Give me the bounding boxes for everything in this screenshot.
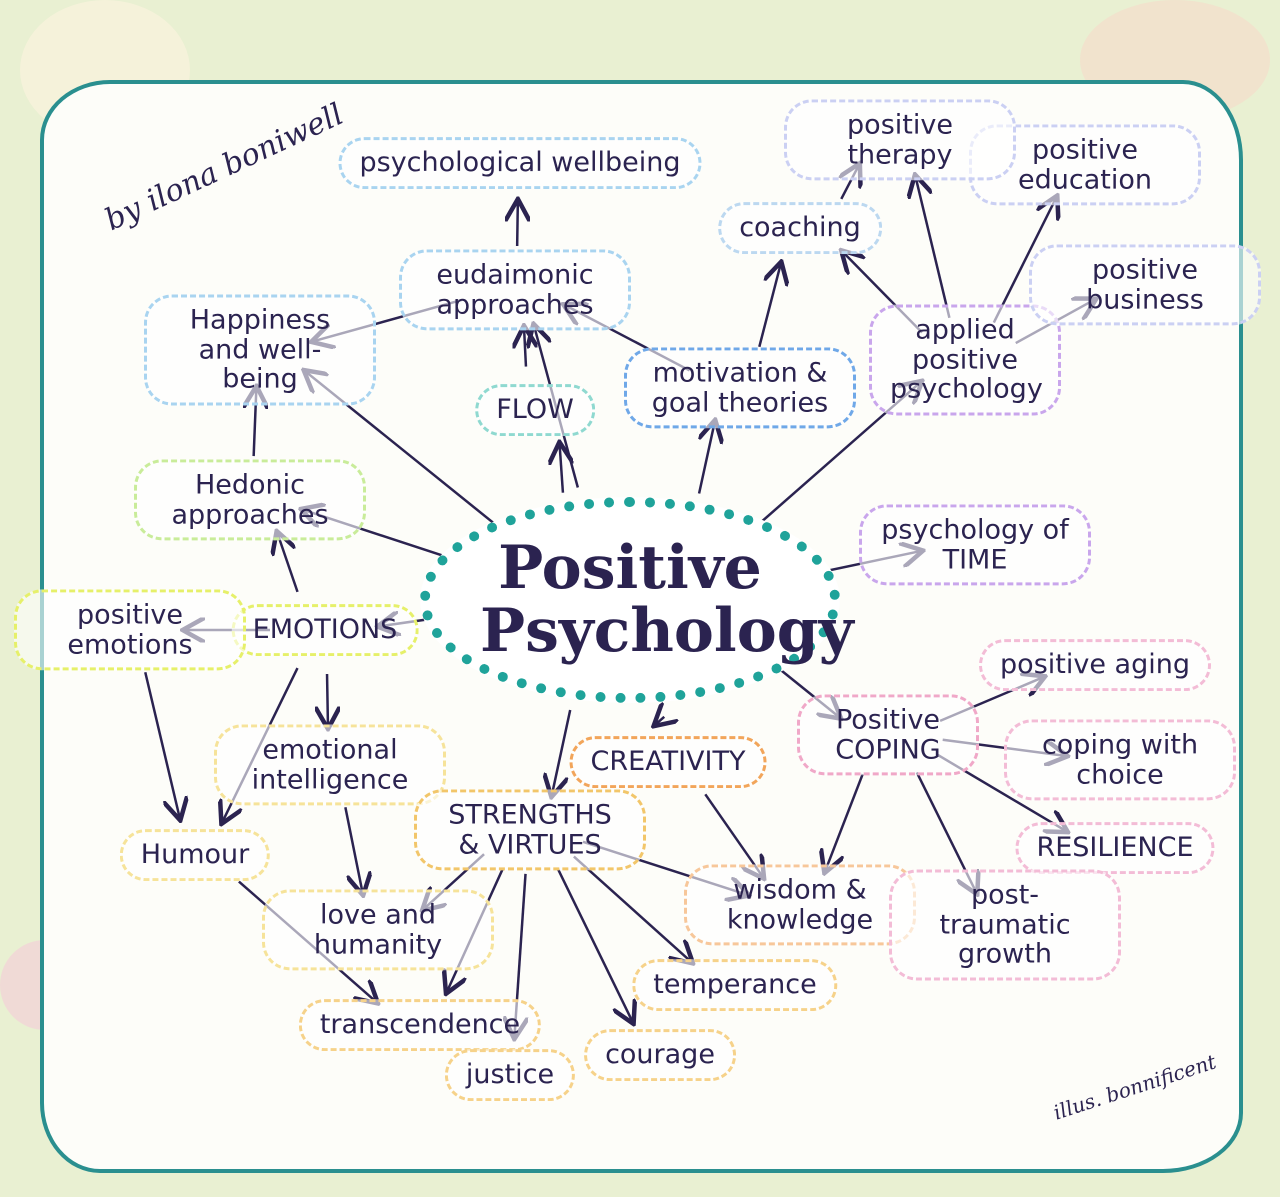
node-coach: coaching xyxy=(718,202,882,254)
node-temp: temperance xyxy=(632,959,838,1011)
node-love: love and humanity xyxy=(262,889,494,971)
arrow-flow-to-eud xyxy=(524,328,526,367)
arrow-center-to-sv xyxy=(552,709,572,795)
arrow-pemo-to-hum xyxy=(144,671,179,818)
arrow-emo-to-ei xyxy=(327,673,328,727)
node-bus: positive business xyxy=(1029,244,1261,326)
arrow-sv-to-cour xyxy=(556,867,633,1022)
node-pc: Positive COPING xyxy=(797,694,979,776)
node-flow: FLOW xyxy=(475,384,595,436)
arrow-center-to-cre xyxy=(655,717,664,725)
node-just: justice xyxy=(444,1049,576,1101)
arrow-app-to-edu xyxy=(992,198,1056,324)
node-ptg: post-traumatic growth xyxy=(889,869,1121,981)
arrow-mot-to-coach xyxy=(758,264,780,348)
node-cre: CREATIVITY xyxy=(569,736,767,788)
arrow-sv-to-temp xyxy=(573,855,691,962)
node-hed: Hedonic approaches xyxy=(134,459,366,541)
node-pw: psychological wellbeing xyxy=(338,137,702,189)
arrow-ei-to-love xyxy=(344,807,362,893)
node-pemo: positive emotions xyxy=(14,589,246,671)
arrow-center-to-mot xyxy=(697,422,715,494)
node-time: psychology of TIME xyxy=(859,504,1091,586)
node-sv: STRENGTHS & VIRTUES xyxy=(414,789,646,871)
node-res: RESILIENCE xyxy=(1015,822,1215,874)
node-app: applied positive psychology xyxy=(869,304,1061,416)
node-hum: Humour xyxy=(119,829,271,881)
node-ei: emotional intelligence xyxy=(214,724,446,806)
node-center: Positive Psychology xyxy=(420,497,854,703)
arrow-pc-to-wis xyxy=(825,773,864,871)
arrow-cre-to-wis xyxy=(704,793,762,876)
arrow-eud-to-pw xyxy=(517,201,518,247)
node-hap: Happiness and well-being xyxy=(144,294,376,406)
node-cour: courage xyxy=(584,1029,736,1081)
node-trans: transcendence xyxy=(298,999,542,1051)
node-eud: eudaimonic approaches xyxy=(399,249,631,331)
node-age: positive aging xyxy=(979,639,1211,691)
arrow-app-to-ther xyxy=(916,177,951,319)
node-wis: wisdom & knowledge xyxy=(684,864,916,946)
node-mot: motivation & goal theories xyxy=(624,347,856,429)
node-ccc: coping with choice xyxy=(1004,719,1236,801)
arrow-center-to-flow xyxy=(560,444,563,493)
node-emo: EMOTIONS xyxy=(231,604,419,656)
node-ther: positive therapy xyxy=(784,99,1016,181)
arrow-emo-to-hed xyxy=(277,533,299,593)
